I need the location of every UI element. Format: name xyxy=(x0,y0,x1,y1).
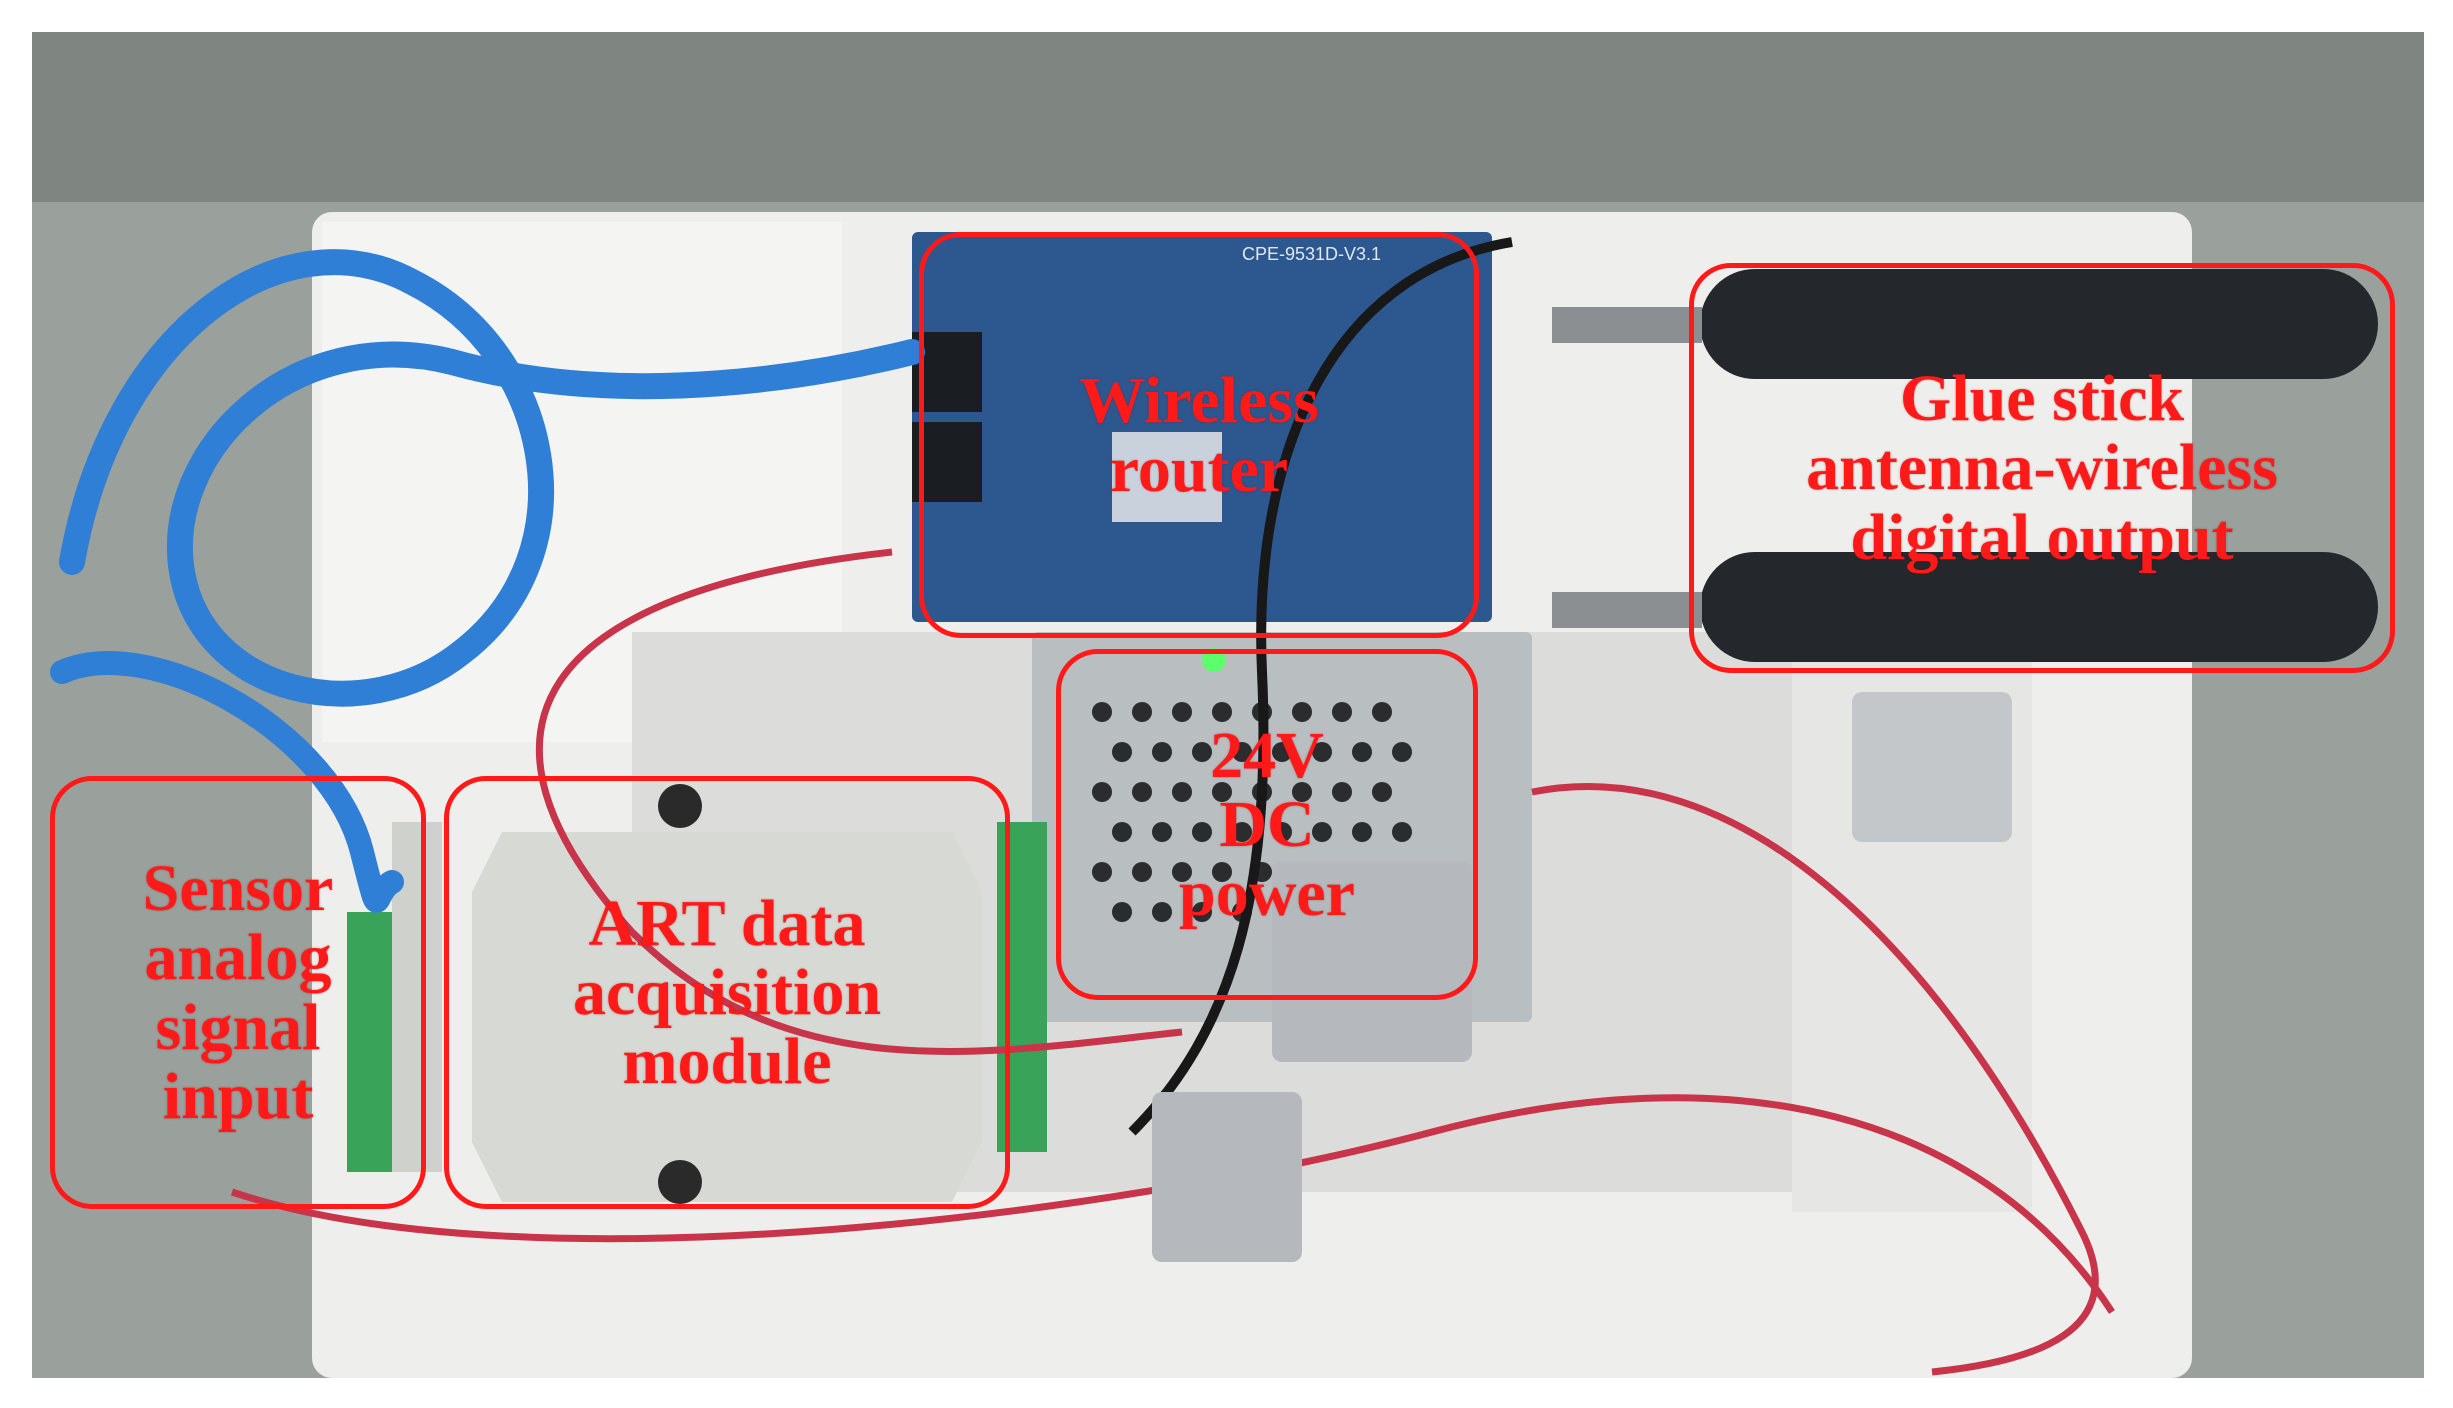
antenna-callout-label: Glue stick antenna-wireless digital outp… xyxy=(1806,362,2278,574)
router-callout-label: Wireless router xyxy=(1079,363,1319,506)
antenna-connector-bottom xyxy=(1552,592,1702,628)
photo: CPE-9531D-V3.1 xyxy=(32,32,2424,1378)
wago-connector-2 xyxy=(1852,692,2012,842)
black-cable xyxy=(1128,237,1513,1136)
power-callout-label: 24V DC power xyxy=(1179,718,1355,931)
router-board-text: CPE-9531D-V3.1 xyxy=(1242,244,1381,264)
art-callout-label: ART data acquisition module xyxy=(572,886,882,1099)
art-module-screw-bottom xyxy=(658,1160,702,1204)
hardware-scene: CPE-9531D-V3.1 xyxy=(32,32,2424,1378)
sensor-callout-box: Sensor analog signal input xyxy=(50,776,426,1209)
red-power-cable-2 xyxy=(1531,783,2099,1376)
sensor-terminal-strip xyxy=(347,912,397,1172)
wago-connector-1 xyxy=(1272,862,1472,1062)
art-module xyxy=(472,832,982,1202)
wago-connector-3 xyxy=(1152,1092,1302,1262)
blue-ethernet-cable-2 xyxy=(50,651,404,913)
router-pcb xyxy=(912,232,1492,622)
red-power-cable-3 xyxy=(230,1094,2115,1314)
art-module-screw-top xyxy=(658,784,702,828)
router-callout-box: Wireless router xyxy=(919,232,1479,638)
antenna-callout-box: Glue stick antenna-wireless digital outp… xyxy=(1689,263,2395,673)
antenna-top xyxy=(1700,269,2378,379)
sensor-callout-label: Sensor analog signal input xyxy=(142,851,334,1133)
antenna-bottom xyxy=(1700,552,2378,662)
red-power-cable-1 xyxy=(535,548,1183,1056)
bench-top-shadow xyxy=(32,32,2424,202)
router-heatsink xyxy=(1112,432,1222,522)
blue-ethernet-cable-coil xyxy=(59,249,925,707)
status-led-green xyxy=(1202,648,1226,672)
art-callout-box: ART data acquisition module xyxy=(444,776,1010,1209)
antenna-connector-top xyxy=(1552,307,1702,343)
power-callout-box: 24V DC power xyxy=(1056,649,1478,1000)
